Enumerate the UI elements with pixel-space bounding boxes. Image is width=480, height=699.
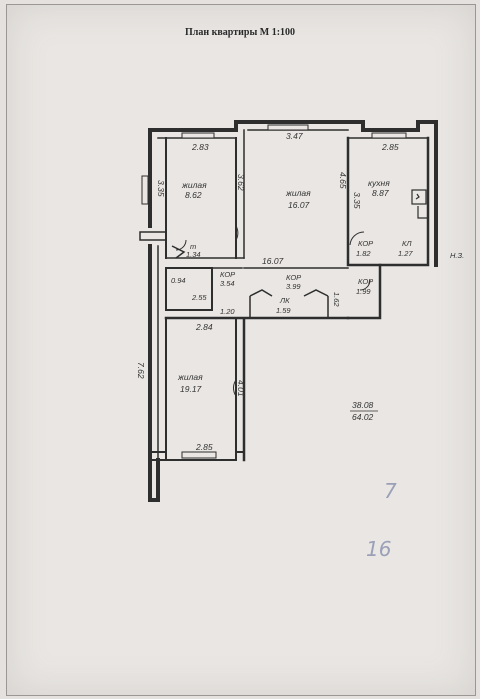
toilet-name: т: [190, 242, 196, 251]
dimension-4-65: 4.65: [338, 172, 348, 189]
hall-area: 1.82: [356, 249, 371, 258]
toilet-area: 1.34: [186, 250, 201, 259]
dimension-2-84: 2.84: [195, 322, 213, 332]
total-area: 64.02: [352, 412, 374, 422]
area-totals: 38.08 64.02: [350, 400, 378, 422]
doors: [175, 225, 371, 397]
living-2-area: 16.07: [288, 200, 310, 210]
corridor-1-name: КОР: [220, 270, 235, 279]
living-2-width: 3.47: [286, 131, 303, 141]
kitchen-width: 2.85: [381, 142, 399, 152]
dimension-1-62: 1.62: [332, 292, 341, 307]
living-1-name: жилая: [181, 180, 207, 190]
paper-sheet: [6, 4, 476, 696]
handwritten-mark-1: 7: [384, 479, 397, 503]
entrance: [139, 231, 329, 318]
bath-area: 2.55: [191, 293, 207, 302]
room-labels: жилая 8.62 2.83 3.35 жилая 16.07 3.47 3.…: [136, 131, 413, 452]
corridor-3-area: 1.99: [356, 287, 371, 296]
living-3-area: 19.17: [180, 384, 202, 394]
windows: [141, 124, 407, 459]
living-3-name: жилая: [177, 372, 203, 382]
pantry-area: 1.27: [398, 249, 413, 258]
living-2-name: жилая: [285, 188, 311, 198]
living-2-depth: 3.62: [236, 174, 246, 191]
side-note: Н.З.: [450, 251, 464, 260]
living-3-depth: 7.62: [136, 362, 146, 379]
living-1-depth: 3.35: [156, 180, 166, 197]
living-1-width: 2.83: [191, 142, 209, 152]
pantry-name: КЛ: [402, 239, 412, 248]
dimension-4-01: 4.01: [236, 380, 246, 397]
corridor-3-name: КОР: [358, 277, 373, 286]
dimension-1-20: 1.20: [220, 307, 235, 316]
bath-side: 0.94: [171, 276, 186, 285]
hall-name: КОР: [358, 239, 373, 248]
stair-area: 1.59: [276, 306, 291, 315]
kitchen-depth: 3.35: [352, 192, 362, 209]
living-area-total: 38.08: [352, 400, 374, 410]
living-3-width: 2.85: [195, 442, 213, 452]
plan-title: План квартиры М 1:100: [184, 27, 296, 38]
kitchen-fixtures: [411, 189, 428, 219]
living-1-area: 8.62: [185, 190, 202, 200]
corridor-2-name: КОР: [286, 273, 301, 282]
handwritten-mark-2: 16: [366, 537, 391, 561]
corridor-1-area: 3.54: [220, 279, 235, 288]
stair-name: ЛК: [279, 296, 290, 305]
walls: [148, 120, 438, 502]
kitchen-name: кухня: [368, 178, 390, 188]
corridor-2-area: 3.99: [286, 282, 301, 291]
kitchen-area: 8.87: [372, 188, 389, 198]
dimension-16-07: 16.07: [262, 256, 284, 266]
